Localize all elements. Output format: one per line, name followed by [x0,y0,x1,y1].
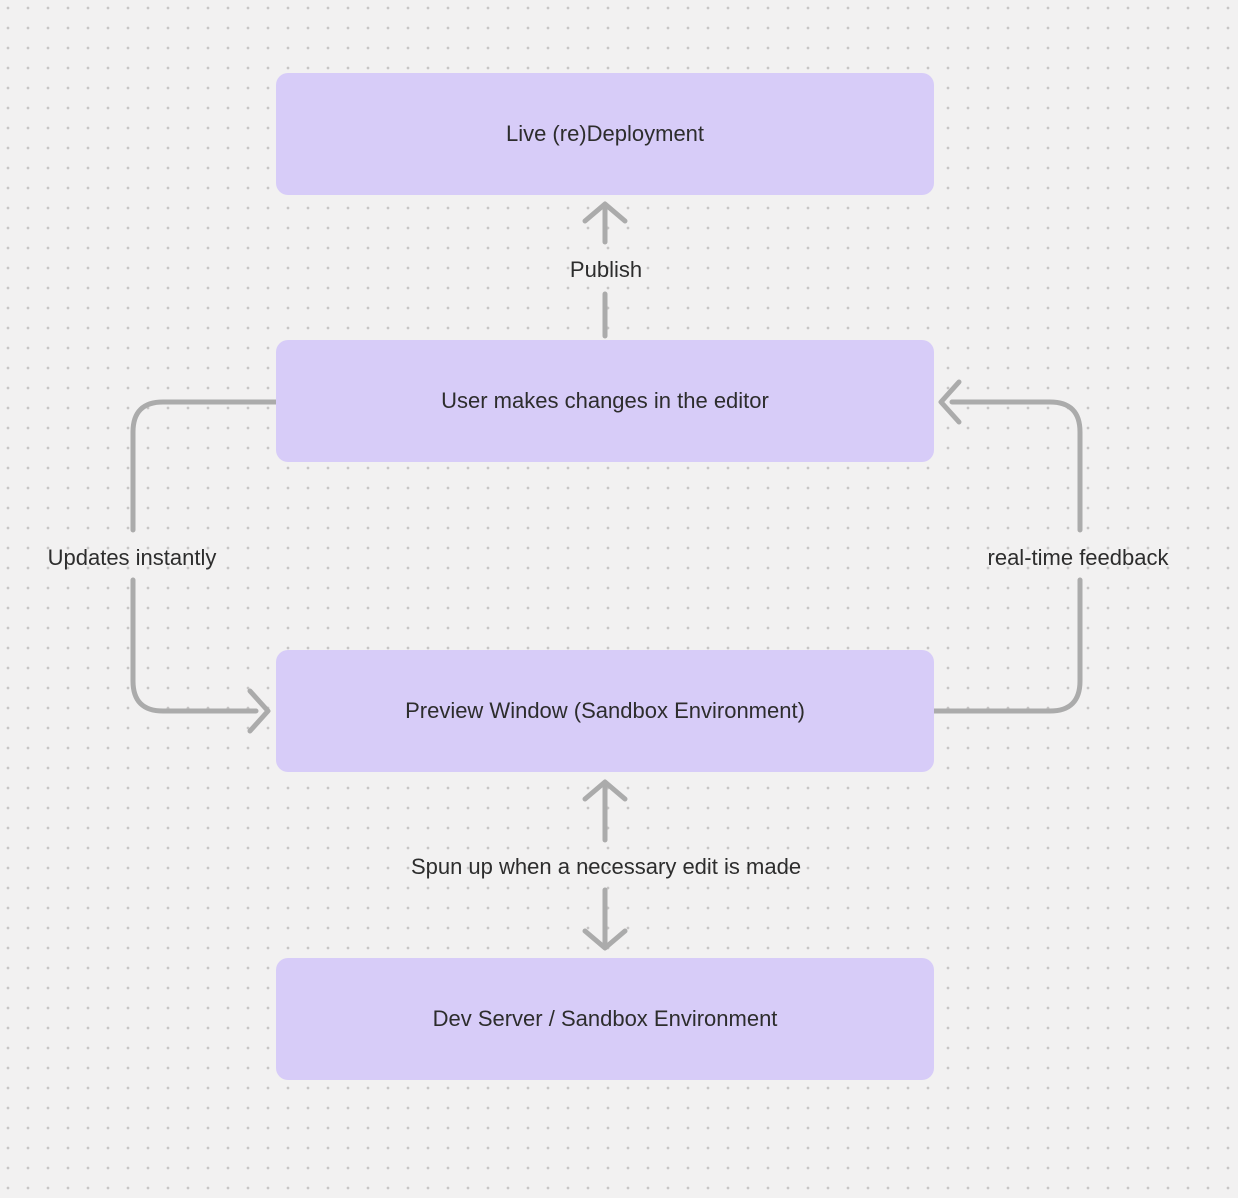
edge-label-updates-instantly: Updates instantly [47,545,217,570]
edge-label-real-time-feedback: real-time feedback [987,545,1169,570]
arrow-right-head-icon [247,688,271,734]
arrow-up-head-icon [582,201,628,224]
arrow-left-head-icon [938,379,962,425]
edge-label-spun-up: Spun up when a necessary edit is made [410,854,802,879]
node-label: Dev Server / Sandbox Environment [432,1005,778,1031]
node-user-makes-changes[interactable]: User makes changes in the editor [276,340,934,462]
node-label: Live (re)Deployment [505,120,705,146]
arrow-up-head-icon [582,779,628,802]
node-live-redeployment[interactable]: Live (re)Deployment [276,73,934,195]
node-dev-server[interactable]: Dev Server / Sandbox Environment [276,958,934,1080]
arrow-down-head-icon [582,928,628,951]
node-label: User makes changes in the editor [441,387,769,413]
edge-label-publish: Publish [569,257,643,282]
node-preview-window[interactable]: Preview Window (Sandbox Environment) [276,650,934,772]
node-label: Preview Window (Sandbox Environment) [405,697,805,723]
